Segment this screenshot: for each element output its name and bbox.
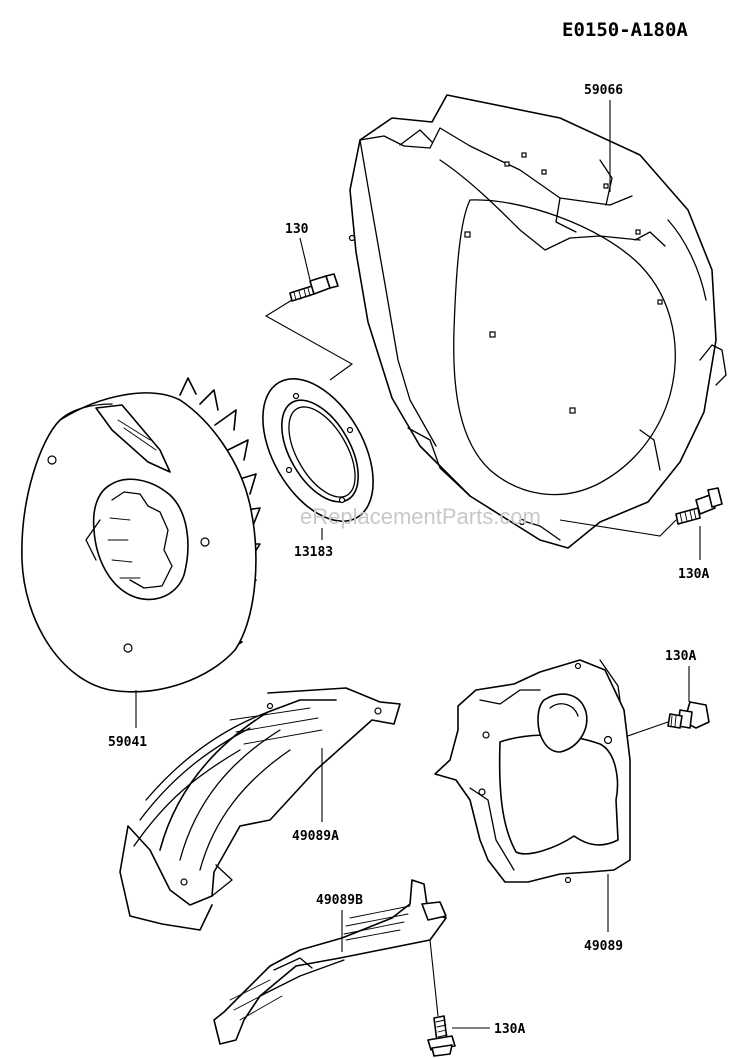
part-label-59066: 59066 — [584, 83, 623, 98]
cover-49089A[interactable] — [119, 687, 401, 931]
assembly-line-130-plate — [264, 299, 354, 381]
bolt-130A-right[interactable] — [675, 487, 723, 525]
bolt-130A-bottom[interactable] — [427, 1015, 456, 1057]
part-label-13183: 13183 — [294, 545, 333, 560]
part-label-49089: 49089 — [584, 939, 623, 954]
diagram-id: E0150-A180A — [562, 19, 688, 41]
frame-49089[interactable] — [434, 659, 631, 884]
bolt-130-top[interactable] — [289, 273, 339, 302]
leader-line-130-top — [299, 237, 311, 281]
part-label-130A-bottom: 130A — [494, 1022, 525, 1037]
flywheel-59041[interactable] — [21, 377, 261, 693]
part-label-130-top: 130 — [285, 222, 309, 237]
plate-13183[interactable] — [240, 360, 396, 540]
assembly-line-130A-right — [559, 519, 677, 537]
assembly-line-130A-mid — [621, 721, 669, 739]
cover-49089B[interactable] — [213, 879, 447, 1045]
assembly-line-130A-bottom — [429, 939, 439, 1017]
bolt-130A-mid[interactable] — [667, 701, 710, 729]
shroud-59066[interactable] — [348, 94, 727, 549]
watermark: eReplacementParts.com — [300, 504, 541, 529]
part-label-59041: 59041 — [108, 735, 147, 750]
part-label-130A-right: 130A — [678, 567, 709, 582]
part-label-130A-mid: 130A — [665, 649, 696, 664]
part-label-49089B: 49089B — [316, 893, 363, 908]
part-label-49089A: 49089A — [292, 829, 339, 844]
